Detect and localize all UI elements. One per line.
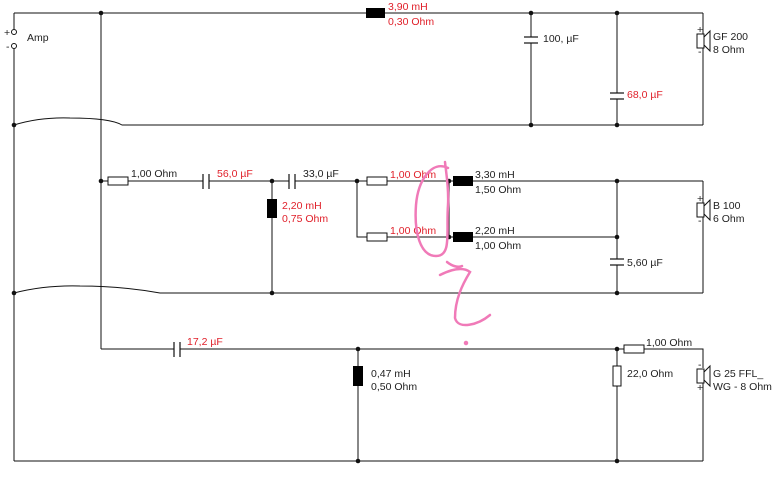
capacitor-value: 100, µF: [543, 33, 579, 45]
mid-inductor-lower[interactable]: 2,20 mH 1,00 Ohm: [453, 225, 521, 252]
inductor-resistance: 0,50 Ohm: [371, 381, 417, 393]
mid-resistor-1[interactable]: 1,00 Ohm: [107, 168, 177, 186]
inductor-resistance: 1,00 Ohm: [475, 240, 521, 252]
mid-capacitor-56[interactable]: 56,0 µF: [202, 168, 253, 189]
inductor-value: 2,20 mH: [282, 200, 322, 212]
speaker-name: B 100: [713, 200, 741, 212]
tweeter-series-resistor[interactable]: 1,00 Ohm: [623, 337, 692, 354]
mid-shunt-inductor[interactable]: 2,20 mH 0,75 Ohm: [267, 199, 328, 225]
inductor-resistance: 0,75 Ohm: [282, 213, 328, 225]
capacitor-value: 33,0 µF: [303, 168, 339, 180]
mid-capacitor-5-6[interactable]: 5,60 µF: [610, 257, 663, 269]
inductor-value: 0,47 mH: [371, 368, 411, 380]
wires: [13, 12, 704, 462]
amp-label: Amp: [27, 32, 49, 44]
speaker-minus: -: [698, 215, 702, 227]
inductor-value: 3,90 mH: [388, 1, 428, 13]
speaker-b100[interactable]: + - B 100 6 Ohm: [696, 193, 745, 227]
amp-plus-terminal-icon: [11, 29, 17, 35]
mid-resistor-lower[interactable]: 1,00 Ohm: [366, 225, 436, 242]
speaker-name: GF 200: [713, 31, 748, 43]
woofer-inductor[interactable]: 3,90 mH 0,30 Ohm: [366, 1, 434, 28]
amp-plus-label: +: [4, 27, 10, 39]
speaker-plus: +: [697, 24, 703, 36]
speaker-impedance: 6 Ohm: [713, 213, 745, 225]
resistor-value: 1,00 Ohm: [390, 225, 436, 237]
resistor-value: 1,00 Ohm: [131, 168, 177, 180]
handwritten-annotation: [414, 160, 492, 346]
capacitor-value: 17,2 µF: [187, 336, 223, 348]
speaker-plus: +: [697, 382, 703, 394]
tweeter-inductor[interactable]: 0,47 mH 0,50 Ohm: [353, 366, 417, 393]
speaker-impedance: WG - 8 Ohm: [713, 381, 772, 393]
woofer-capacitor-68[interactable]: 68,0 µF: [610, 89, 663, 101]
speaker-impedance: 8 Ohm: [713, 44, 745, 56]
speaker-gf200[interactable]: + - GF 200 8 Ohm: [696, 24, 748, 58]
speaker-icon: [696, 368, 705, 384]
speaker-icon: [696, 33, 705, 49]
inductor-value: 3,30 mH: [475, 169, 515, 181]
tweeter-shunt-resistor[interactable]: 22,0 Ohm: [612, 365, 673, 387]
speaker-name: G 25 FFL_: [713, 368, 763, 380]
resistor-value: 22,0 Ohm: [627, 368, 673, 380]
speaker-minus: -: [698, 359, 702, 371]
inductor-value: 2,20 mH: [475, 225, 515, 237]
inductor-resistance: 0,30 Ohm: [388, 16, 434, 28]
capacitor-value: 56,0 µF: [217, 168, 253, 180]
speaker-plus: +: [697, 193, 703, 205]
amp-minus-terminal-icon: [11, 43, 17, 49]
resistor-value: 1,00 Ohm: [646, 337, 692, 349]
capacitor-value: 68,0 µF: [627, 89, 663, 101]
junction-dots: [11, 10, 620, 464]
speaker-g25[interactable]: - + G 25 FFL_ WG - 8 Ohm: [696, 359, 772, 394]
inductor-resistance: 1,50 Ohm: [475, 184, 521, 196]
speaker-minus: -: [698, 46, 702, 58]
speaker-icon: [696, 202, 705, 218]
mid-inductor-upper[interactable]: 3,30 mH 1,50 Ohm: [453, 169, 521, 196]
capacitor-value: 5,60 µF: [627, 257, 663, 269]
woofer-capacitor-100[interactable]: 100, µF: [524, 33, 579, 45]
amp-minus-label: -: [6, 41, 10, 53]
tweeter-capacitor-17[interactable]: 17,2 µF: [173, 336, 223, 357]
amp-input[interactable]: + - Amp: [4, 27, 49, 53]
mid-capacitor-33[interactable]: 33,0 µF: [288, 168, 339, 189]
